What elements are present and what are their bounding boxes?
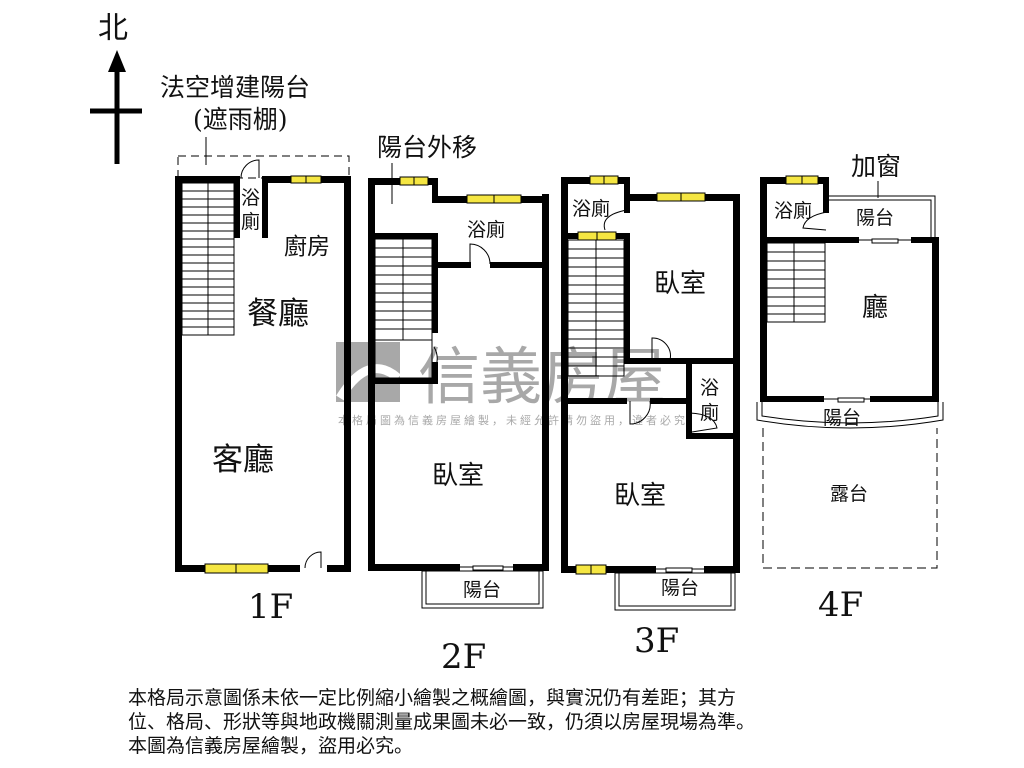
- door: [689, 412, 718, 433]
- room-label-toilet: 廁: [700, 401, 719, 424]
- entrance-door: [304, 551, 322, 569]
- watermark-notice: 本格局圖為信義房屋繪製，未經允許請勿盜用，違者必究: [338, 413, 688, 427]
- disclaimer-line-2: 位、格局、形狀等與地政機關測量成果圖未必一致，仍須以房屋現場為準。: [128, 711, 756, 733]
- illegal-balcony-outline: [177, 155, 350, 179]
- annotation-added-window: 加窗: [851, 152, 901, 181]
- room-label-toilet: 廁: [241, 210, 260, 233]
- disclaimer-line-3: 本圖為信義房屋繪製，盜用必究。: [128, 735, 414, 757]
- room-label-bath: 浴廁: [572, 197, 610, 220]
- sliding-door: [472, 565, 504, 571]
- floor-label-2f: 2F: [441, 637, 486, 677]
- annotation-awning: (遮雨棚): [193, 105, 288, 134]
- balcony-outline: [756, 402, 944, 429]
- north-label: 北: [98, 11, 128, 46]
- floor-3f: 浴廁 臥室 浴 廁 臥室 陽台 3F: [561, 175, 740, 661]
- door: [651, 337, 671, 361]
- staircase: [374, 238, 433, 379]
- north-arrow-icon: [108, 50, 126, 72]
- room-label-balcony: 陽台: [463, 579, 501, 601]
- room-label-bedroom: 臥室: [654, 269, 706, 299]
- room-label-dining: 餐廳: [247, 296, 309, 332]
- room-label-bedroom: 臥室: [614, 481, 666, 511]
- annotation-illegal-balcony: 法空增建陽台: [160, 73, 310, 102]
- room-label-hall: 廳: [862, 293, 888, 323]
- terrace-outline: [762, 428, 938, 569]
- room-label-bath: 浴廁: [467, 218, 505, 241]
- room-label-bath: 浴: [241, 187, 260, 209]
- door: [469, 243, 491, 265]
- room-label-balcony: 陽台: [823, 407, 861, 429]
- room-label-bedroom: 臥室: [432, 461, 484, 491]
- annotation-balcony-moved: 陽台外移: [377, 133, 477, 162]
- door: [240, 159, 260, 179]
- room-label-bath: 浴廁: [774, 199, 812, 222]
- north-compass: 北: [90, 11, 142, 164]
- disclaimer: 本格局示意圖係未依一定比例縮小繪製之概繪圖，與實況仍有差距；其方 位、格局、形狀…: [128, 686, 908, 758]
- door: [802, 211, 828, 231]
- door: [629, 400, 651, 425]
- door: [433, 346, 438, 371]
- room-label-bath: 浴: [700, 377, 719, 399]
- staircase: [766, 242, 826, 323]
- door: [603, 209, 628, 231]
- staircase: [181, 182, 235, 336]
- sliding-door: [665, 567, 693, 573]
- room-label-balcony: 陽台: [661, 577, 699, 599]
- floor-1f: 浴 廁 廚房 餐廳 客廳 1F: [175, 155, 351, 627]
- disclaimer-line-1: 本格局示意圖係未依一定比例縮小繪製之概繪圖，與實況仍有差距；其方: [128, 687, 737, 709]
- staircase: [567, 239, 625, 377]
- floor-label-1f: 1F: [248, 587, 293, 627]
- floor-4f: 浴廁 陽台 廳 陽台 露台 4F: [756, 175, 944, 625]
- sliding-door: [837, 397, 865, 403]
- sliding-door: [871, 238, 899, 244]
- room-label-kitchen: 廚房: [284, 234, 330, 260]
- room-label-balcony: 陽台: [856, 207, 894, 229]
- room-label-living: 客廳: [212, 442, 274, 478]
- room-label-terrace: 露台: [830, 483, 868, 505]
- floor-label-3f: 3F: [634, 621, 679, 661]
- floor-2f: 浴廁 臥室 陽台 2F: [368, 176, 549, 677]
- floor-label-4f: 4F: [818, 585, 863, 625]
